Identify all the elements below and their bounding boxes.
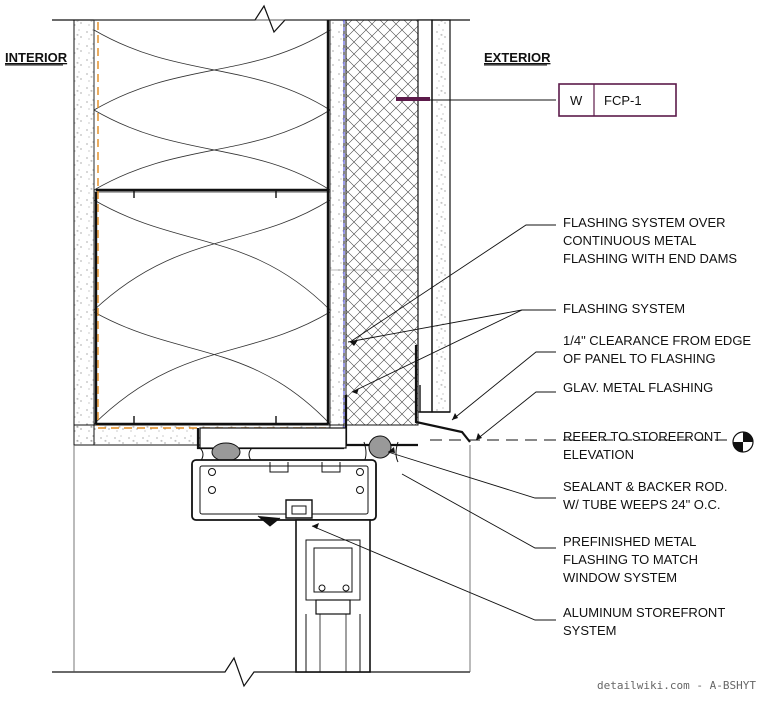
fiber-cement-panel (396, 19, 451, 413)
callout-prefinished-flashing: PREFINISHED METAL FLASHING TO MATCH WIND… (563, 534, 698, 585)
callout-line: WINDOW SYSTEM (563, 570, 677, 585)
callout-flashing-over-metal: FLASHING SYSTEM OVER CONTINUOUS METAL FL… (563, 215, 737, 266)
air-barrier (343, 19, 419, 440)
callout-line: GLAV. METAL FLASHING (563, 380, 713, 395)
callout-line: 1/4" CLEARANCE FROM EDGE (563, 333, 751, 348)
credit-text: detailwiki.com - A-BSHYT (597, 679, 756, 692)
callout-line: W/ TUBE WEEPS 24" O.C. (563, 497, 721, 512)
callout-line: FLASHING SYSTEM OVER (563, 215, 726, 230)
callout-line: FLASHING SYSTEM (563, 301, 685, 316)
callout-line: PREFINISHED METAL (563, 534, 696, 549)
callout-clearance: 1/4" CLEARANCE FROM EDGE OF PANEL TO FLA… (563, 333, 751, 366)
callout-line: ALUMINUM STOREFRONT (563, 605, 725, 620)
callout-line: REFER TO STOREFRONT (563, 429, 721, 444)
callout-line: ELEVATION (563, 447, 634, 462)
callout-line: OF PANEL TO FLASHING (563, 351, 716, 366)
callout-storefront-system: ALUMINUM STOREFRONT SYSTEM (563, 605, 725, 638)
callout-glav-flashing: GLAV. METAL FLASHING (563, 380, 713, 395)
storefront-mullion (295, 519, 371, 673)
material-tag-code: W (570, 93, 583, 108)
section-marker-icon (430, 431, 754, 453)
callout-line: SEALANT & BACKER ROD. (563, 479, 727, 494)
bottom-break-line (52, 656, 470, 688)
callout-line: SYSTEM (563, 623, 616, 638)
material-tag-name: FCP-1 (604, 93, 642, 108)
leader-lines (311, 99, 556, 621)
material-tag: W FCP-1 (558, 83, 677, 117)
callout-flashing-system: FLASHING SYSTEM (563, 301, 685, 316)
callout-storefront-elevation: REFER TO STOREFRONT ELEVATION (563, 429, 721, 462)
vapor-retarder (97, 22, 326, 429)
leader-arrowheads (312, 340, 482, 529)
callout-line: FLASHING TO MATCH (563, 552, 698, 567)
callout-line: FLASHING WITH END DAMS (563, 251, 737, 266)
interior-label: INTERIOR (5, 50, 68, 65)
exterior-label: EXTERIOR (484, 50, 551, 65)
callout-sealant: SEALANT & BACKER ROD. W/ TUBE WEEPS 24" … (563, 479, 727, 512)
stud-track (94, 20, 330, 426)
storefront-head (191, 427, 399, 527)
callout-line: CONTINUOUS METAL (563, 233, 696, 248)
